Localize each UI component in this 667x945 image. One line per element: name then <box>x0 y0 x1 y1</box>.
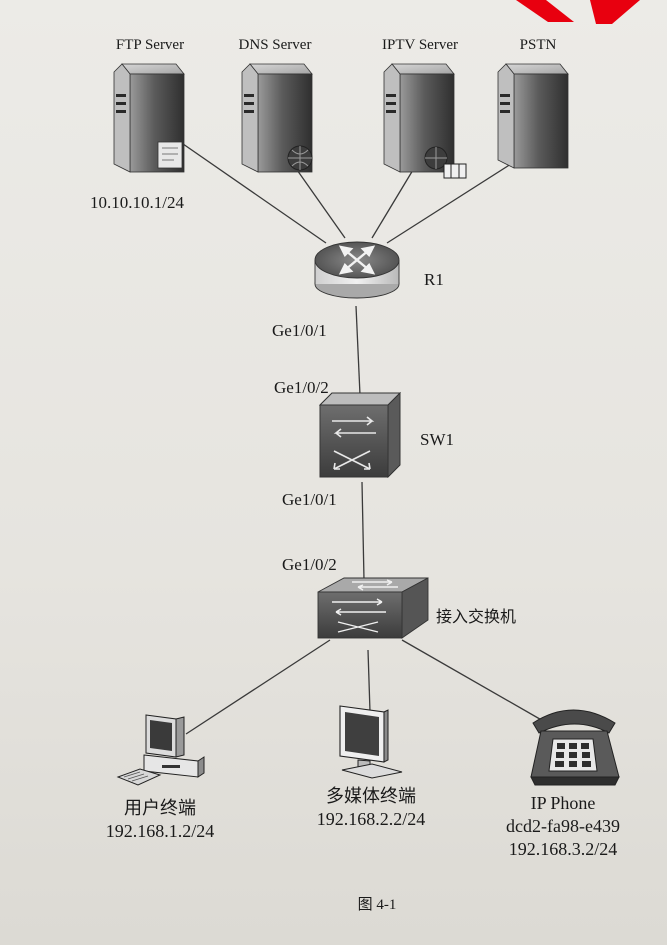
link-sw1-access <box>361 481 365 581</box>
server-label-ftp: FTP Server <box>115 37 185 53</box>
link-r1-sw1 <box>355 305 361 396</box>
ipphone-mac: dcd2-fa98-e439 <box>506 816 620 836</box>
server-icon[interactable] <box>241 63 313 173</box>
phone-icon[interactable] <box>530 709 620 786</box>
sw1-down-port-label: Ge1/0/1 <box>282 490 337 509</box>
user-terminal-name: 用户终端 <box>123 798 196 819</box>
terminal-label-ipphone: IP Phone dcd2-fa98-e439 192.168.3.2/24 <box>506 792 620 861</box>
link-ftp-r1 <box>159 127 327 244</box>
multimedia-terminal-name: 多媒体终端 <box>325 786 416 807</box>
router-icon[interactable] <box>314 241 400 299</box>
server-icon[interactable] <box>383 63 467 179</box>
server-label-pstn: PSTN <box>519 37 557 53</box>
access-switch-label: 接入交换机 <box>436 607 517 626</box>
server-label-iptv: IPTV Server <box>382 37 458 53</box>
server-label-dns: DNS Server <box>238 37 312 53</box>
r1-port-label: Ge1/0/1 <box>272 321 327 340</box>
film-icon <box>443 163 467 179</box>
server-icon[interactable] <box>497 63 569 169</box>
ftp-ip-label: 10.10.10.1/24 <box>90 193 184 212</box>
multimedia-terminal-ip: 192.168.2.2/24 <box>316 809 426 829</box>
router-label: R1 <box>424 270 444 289</box>
corner-marks <box>516 0 640 24</box>
figure-caption: 图 4-1 <box>357 897 397 913</box>
access-port-label: Ge1/0/2 <box>282 555 337 574</box>
pc-icon[interactable] <box>116 714 205 786</box>
user-terminal-ip: 192.168.1.2/24 <box>105 821 215 841</box>
switch-icon[interactable] <box>317 577 429 639</box>
monitor-icon[interactable] <box>339 705 403 779</box>
link-access-pc <box>185 639 331 735</box>
link-access-phone <box>401 639 546 723</box>
terminal-label-multimedia: 多媒体终端 192.168.2.2/24 <box>317 785 426 831</box>
server-icon[interactable] <box>113 63 185 173</box>
sw1-label: SW1 <box>420 430 454 449</box>
terminal-label-user: 用户终端 192.168.1.2/24 <box>106 797 215 843</box>
ipphone-name: IP Phone <box>530 793 596 813</box>
ipphone-ip: 192.168.3.2/24 <box>508 839 618 859</box>
link-access-monitor <box>367 649 371 713</box>
sw1-up-port-label: Ge1/0/2 <box>274 378 329 397</box>
switch-icon[interactable] <box>318 391 402 479</box>
